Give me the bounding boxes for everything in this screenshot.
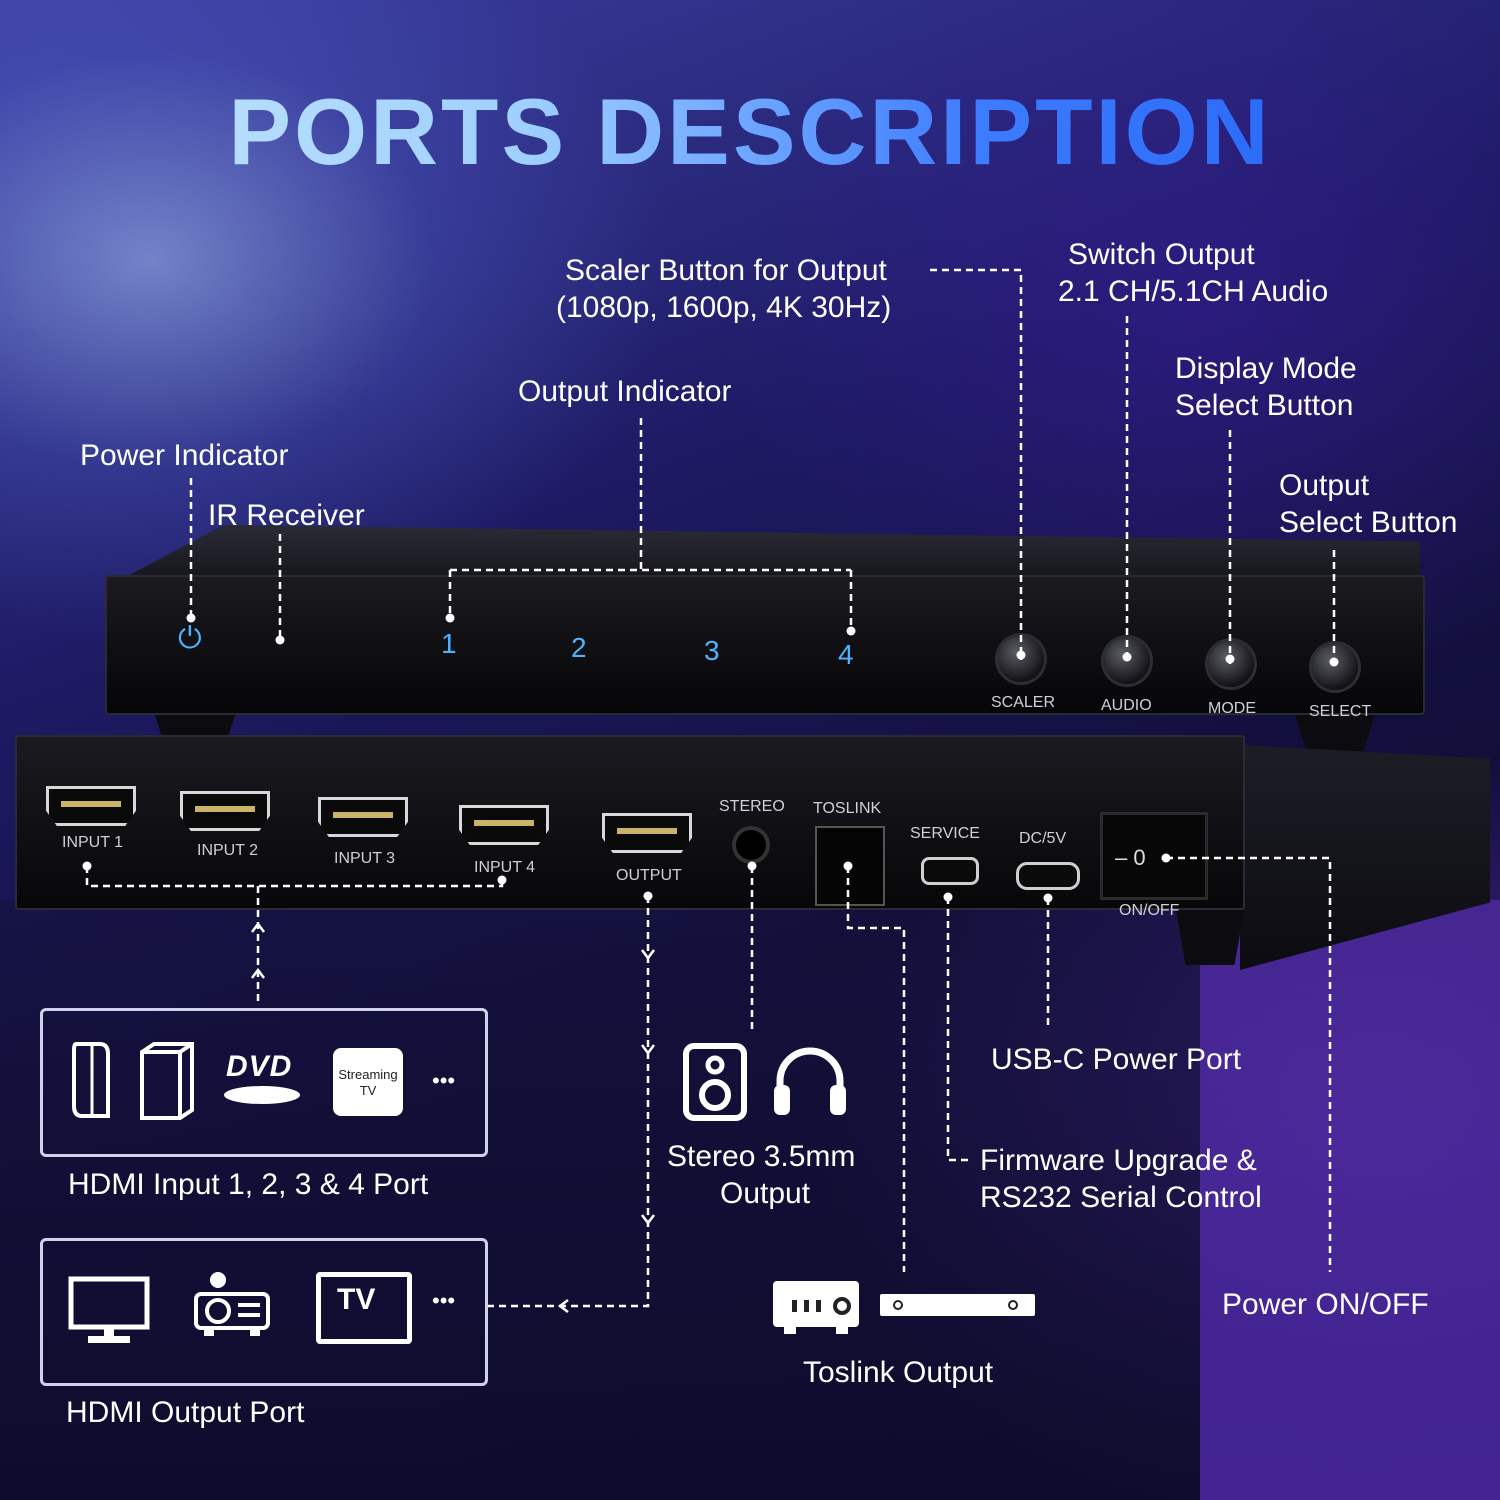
audio-button-label: AUDIO — [1101, 697, 1152, 714]
streaming-tv-line1: Streaming — [338, 1067, 398, 1082]
label-mode-line1: Display Mode — [1175, 352, 1357, 385]
front-panel — [105, 575, 1425, 715]
port-label-output: OUTPUT — [616, 867, 682, 884]
console-tower-icon — [140, 1042, 194, 1120]
select-button-label: SELECT — [1309, 703, 1372, 720]
hdmi-input-1-port[interactable] — [46, 786, 136, 826]
dvd-icon: DVD — [222, 1050, 304, 1110]
more-input-devices: ••• — [432, 1068, 456, 1093]
port-label-input-2: INPUT 2 — [197, 842, 259, 859]
label-audio-line2: 2.1 CH/5.1CH Audio — [1058, 275, 1329, 308]
port-label-input-1: INPUT 1 — [62, 834, 124, 851]
hdmi-output-devices-box — [40, 1238, 488, 1386]
label-stereo-line1: Stereo 3.5mm — [667, 1140, 856, 1173]
hdmi-output-caption: HDMI Output Port — [66, 1396, 305, 1429]
projector-icon — [194, 1272, 270, 1336]
streaming-tv-line2: TV — [359, 1083, 377, 1098]
port-label-dc5v: DC/5V — [1019, 830, 1067, 847]
label-mode-line2: Select Button — [1175, 389, 1354, 422]
port-label-onoff: ON/OFF — [1119, 902, 1180, 919]
hdmi-input-3-port[interactable] — [318, 797, 408, 837]
hdmi-input-4-port[interactable] — [459, 805, 549, 845]
label-stereo-line2: Output — [720, 1177, 811, 1210]
mode-button-label: MODE — [1208, 700, 1256, 717]
speaker-icon — [683, 1043, 747, 1121]
stereo-jack[interactable] — [736, 830, 766, 860]
dvd-disc — [224, 1086, 300, 1104]
label-usbc: USB-C Power Port — [991, 1043, 1242, 1076]
page-title: PORTS DESCRIPTION — [0, 78, 1500, 186]
port-label-service: SERVICE — [910, 825, 980, 842]
label-ir-receiver: IR Receiver — [208, 499, 365, 532]
game-console-icon — [72, 1042, 110, 1118]
label-select-line1: Output — [1279, 469, 1370, 502]
more-output-devices: ••• — [432, 1288, 456, 1313]
soundbar-receiver-icon — [773, 1281, 1035, 1334]
output-indicator-1: 1 — [441, 628, 457, 659]
label-select-line2: Select Button — [1279, 506, 1458, 539]
power-switch-symbol: – 0 — [1115, 845, 1146, 870]
power-switch[interactable]: – 0 — [1100, 812, 1208, 900]
streaming-tv-icon: Streaming TV — [333, 1048, 403, 1116]
label-power-indicator: Power Indicator — [80, 439, 289, 472]
purple-wall — [1200, 900, 1500, 1500]
tv-icon: TV — [316, 1272, 412, 1344]
usb-c-port[interactable] — [1016, 862, 1080, 890]
output-indicator-2: 2 — [571, 632, 587, 663]
hdmi-input-devices-box — [40, 1008, 488, 1157]
output-indicator-4: 4 — [838, 639, 854, 670]
hdmi-input-2-port[interactable] — [180, 791, 270, 831]
label-power-onoff: Power ON/OFF — [1222, 1288, 1429, 1321]
scaler-button-label: SCALER — [991, 694, 1056, 711]
output-indicator-3: 3 — [704, 635, 720, 666]
label-scaler-line1: Scaler Button for Output — [565, 254, 887, 287]
port-label-input-3: INPUT 3 — [334, 850, 396, 867]
toslink-port[interactable] — [815, 826, 885, 906]
tv-icon-text: TV — [337, 1283, 376, 1316]
hdmi-output-port[interactable] — [602, 813, 692, 853]
service-port[interactable] — [921, 857, 979, 885]
label-firmware-line1: Firmware Upgrade & — [980, 1144, 1257, 1177]
label-audio-line1: Switch Output — [1068, 238, 1255, 271]
label-scaler-line2: (1080p, 1600p, 4K 30Hz) — [556, 291, 892, 324]
label-firmware-line2: RS232 Serial Control — [980, 1181, 1262, 1214]
headphones-icon — [774, 1047, 846, 1115]
monitor-icon — [68, 1276, 150, 1343]
port-label-toslink: TOSLINK — [813, 800, 882, 817]
label-toslink-output: Toslink Output — [803, 1356, 994, 1389]
power-icon: ⏻ — [178, 622, 202, 655]
device-foot — [1175, 905, 1245, 965]
port-label-stereo: STEREO — [719, 798, 785, 815]
hdmi-input-caption: HDMI Input 1, 2, 3 & 4 Port — [68, 1168, 429, 1201]
port-label-input-4: INPUT 4 — [474, 859, 536, 876]
dvd-text: DVD — [226, 1050, 293, 1083]
label-output-indicator: Output Indicator — [518, 375, 732, 408]
